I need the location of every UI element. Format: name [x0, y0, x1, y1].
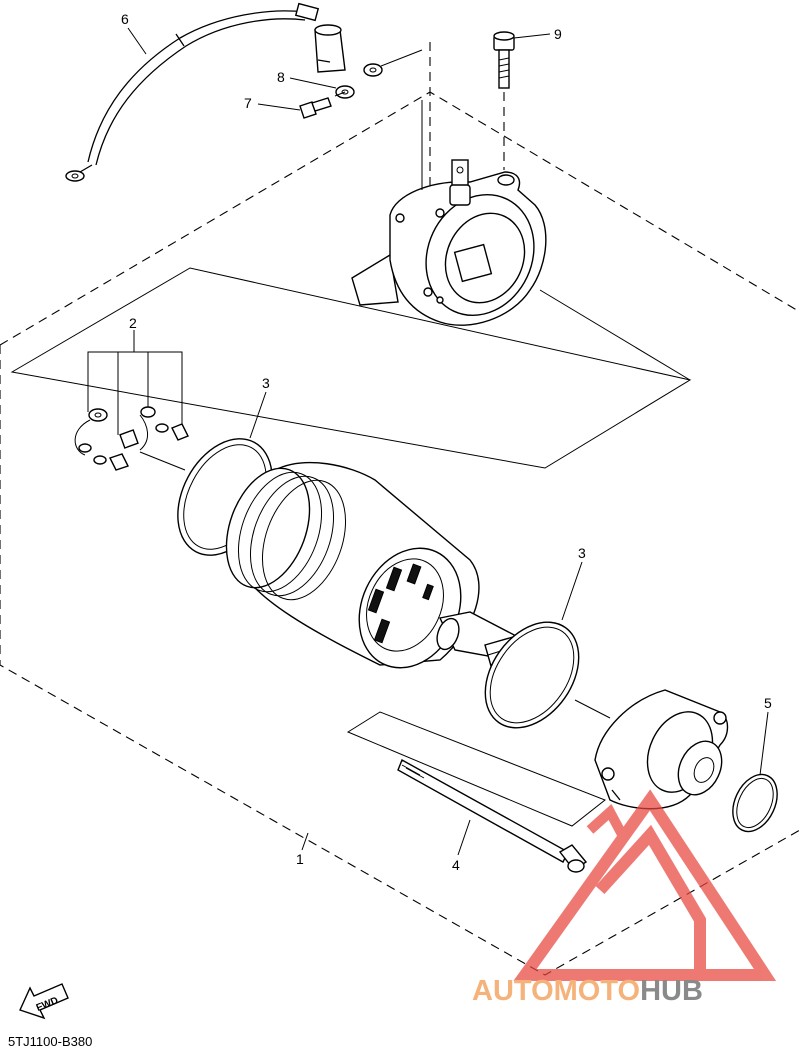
bolt-part-9 [493, 31, 515, 170]
leader-line [139, 451, 186, 471]
callout-3-right: 3 [578, 545, 586, 561]
callout-leader-3a [249, 391, 267, 439]
o-ring-right-inner [489, 626, 575, 724]
brush-set-frame [10, 267, 692, 469]
callout-leader-8 [289, 77, 337, 89]
automotohub-logo [513, 789, 777, 981]
brush-set-part-2 [74, 330, 189, 471]
callout-3-left: 3 [262, 375, 270, 391]
leader-line [574, 699, 611, 719]
callout-leader-4 [457, 819, 471, 856]
callout-1: 1 [296, 851, 304, 867]
callout-leader-7 [257, 103, 301, 111]
callout-leader-6 [127, 27, 147, 55]
logo-triangle-icon [513, 789, 777, 981]
callout-leader-9 [513, 33, 551, 39]
logo-text: AUTOMOTOHUB [472, 975, 703, 1007]
through-bolt-frame [346, 711, 606, 827]
callout-6: 6 [121, 11, 129, 27]
diagram-code: 5TJ1100-B380 [8, 1034, 92, 1049]
callout-leader-3b [561, 561, 583, 621]
logo-text-automoto: AUTOMOTO [472, 975, 640, 1007]
fwd-arrow-icon: FWD [19, 983, 69, 1020]
o-ring-part-5 [732, 773, 778, 833]
callout-leader-5 [759, 711, 769, 776]
callout-9: 9 [554, 26, 562, 42]
nut-washer-set [299, 49, 423, 119]
callout-leader-1 [301, 832, 309, 851]
through-bolt-part-4 [397, 759, 588, 873]
callout-8: 8 [277, 69, 285, 85]
leader-line [539, 289, 691, 381]
rear-cover [351, 159, 547, 326]
assembly-outline-dashed-left [0, 345, 800, 976]
callout-2: 2 [129, 315, 137, 331]
callout-4: 4 [452, 857, 460, 873]
callout-7: 7 [244, 95, 252, 111]
front-cover [594, 689, 729, 810]
logo-text-hub: HUB [640, 975, 703, 1007]
callout-5: 5 [764, 695, 772, 711]
o-ring-part-5-inner [736, 777, 774, 829]
lead-wire-part-6 [65, 2, 346, 182]
